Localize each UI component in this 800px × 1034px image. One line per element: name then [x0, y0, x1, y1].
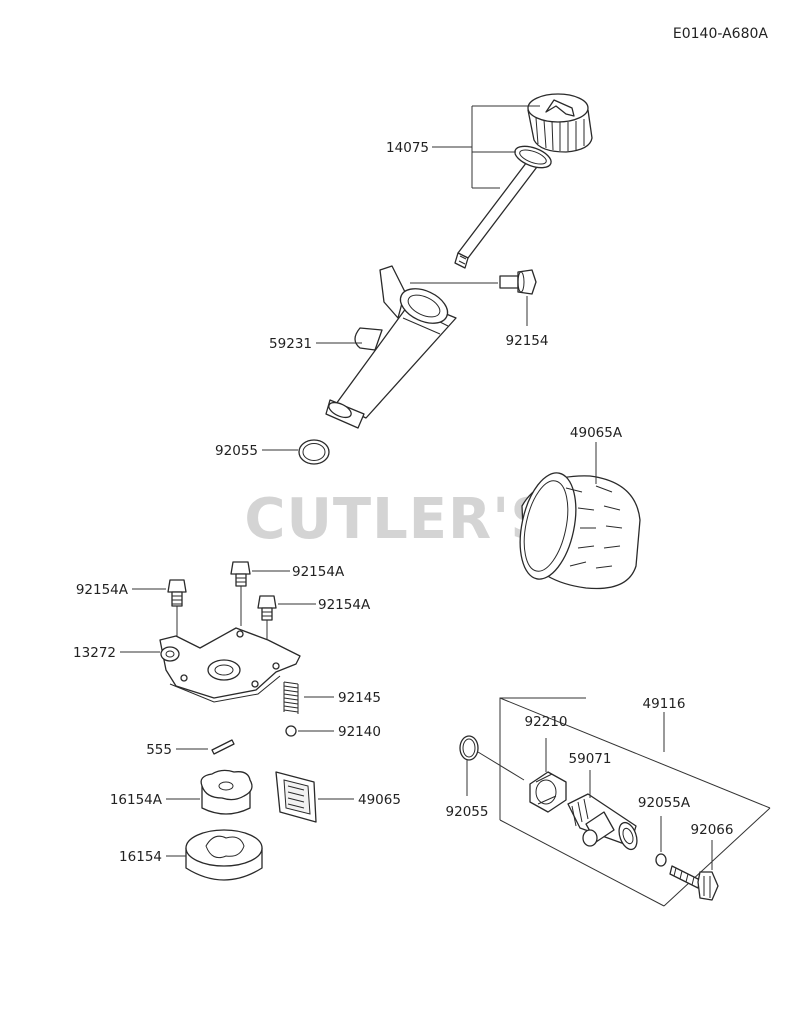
outer-rotor-part[interactable]	[185, 829, 263, 881]
label-49065A: 49065A	[570, 425, 623, 441]
dipstick-leader	[432, 105, 540, 189]
label-92154: 92154	[506, 333, 549, 349]
label-92154A-right: 92154A	[318, 597, 371, 613]
filler-pipe-bolt-part[interactable]	[499, 269, 537, 295]
pump-bolt-right-part[interactable]	[257, 595, 277, 621]
label-92140: 92140	[338, 724, 381, 740]
relief-spring-part[interactable]	[283, 681, 299, 714]
label-14075: 14075	[386, 140, 429, 156]
oil-filter-part[interactable]	[511, 468, 641, 590]
pump-bolt-top-part[interactable]	[230, 561, 251, 587]
label-49116: 49116	[643, 696, 686, 712]
label-92145: 92145	[338, 690, 381, 706]
oil-screen-part[interactable]	[275, 771, 317, 823]
relief-ball-part[interactable]	[285, 725, 297, 737]
filler-pipe-oring-part[interactable]	[298, 439, 330, 465]
label-59231: 59231	[269, 336, 312, 352]
label-92055-top: 92055	[215, 443, 258, 459]
pump-cover-part[interactable]	[159, 627, 301, 703]
drain-assy-box	[499, 697, 771, 907]
label-555: 555	[146, 742, 172, 758]
pump-bolt-left-part[interactable]	[167, 579, 187, 607]
drain-oring-part[interactable]	[459, 735, 479, 761]
oil-filler-pipe-part[interactable]	[325, 265, 457, 429]
drain-fitting-part[interactable]	[567, 793, 640, 852]
drain-plug-part[interactable]	[669, 865, 719, 901]
label-92066: 92066	[691, 822, 734, 838]
label-92210: 92210	[525, 714, 568, 730]
pin-part[interactable]	[211, 739, 235, 755]
label-49065: 49065	[358, 792, 401, 808]
label-16154: 16154	[119, 849, 162, 865]
inner-rotor-part[interactable]	[200, 769, 253, 815]
diagram-reference-code: E0140-A680A	[673, 26, 769, 42]
dipstick-part[interactable]	[454, 93, 593, 269]
label-92055A: 92055A	[638, 795, 691, 811]
label-92154A-left: 92154A	[76, 582, 129, 598]
drain-oring-guide	[477, 751, 525, 781]
label-92154A-top: 92154A	[292, 564, 345, 580]
label-92055-drain: 92055	[446, 804, 489, 820]
label-16154A: 16154A	[110, 792, 163, 808]
watermark-text: CUTLER'S	[244, 487, 551, 552]
drain-oring-small-part[interactable]	[655, 853, 667, 867]
label-59071: 59071	[569, 751, 612, 767]
drain-nut-part[interactable]	[529, 771, 567, 813]
label-13272: 13272	[73, 645, 116, 661]
